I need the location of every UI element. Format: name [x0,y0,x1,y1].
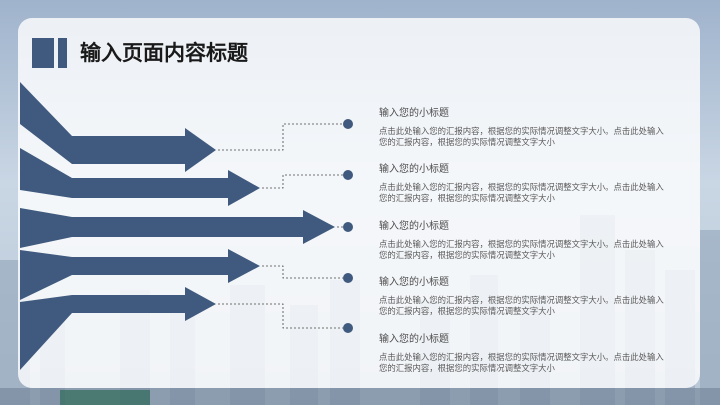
list-item: 输入您的小标题 点击此处输入您的汇报内容，根据您的实际情况调整文字大小。点击此处… [379,220,669,261]
item-title[interactable]: 输入您的小标题 [379,108,449,119]
item-body[interactable]: 点击此处输入您的汇报内容，根据您的实际情况调整文字大小。点击此处输入您的汇报内容… [379,182,664,203]
title-accent-bar [58,38,67,68]
item-body[interactable]: 点击此处输入您的汇报内容，根据您的实际情况调整文字大小。点击此处输入您的汇报内容… [379,352,664,373]
list-item: 输入您的小标题 点击此处输入您的汇报内容，根据您的实际情况调整文字大小。点击此处… [379,333,669,374]
list-item: 输入您的小标题 点击此处输入您的汇报内容，根据您的实际情况调整文字大小。点击此处… [379,276,669,317]
node-dot-2 [343,170,353,180]
content-card [18,18,700,388]
node-dot-1 [343,119,353,129]
node-dot-3 [343,222,353,232]
item-title[interactable]: 输入您的小标题 [379,334,449,345]
title-accent-block [32,38,54,68]
item-title[interactable]: 输入您的小标题 [379,277,449,288]
item-body[interactable]: 点击此处输入您的汇报内容，根据您的实际情况调整文字大小。点击此处输入您的汇报内容… [379,295,664,316]
page-title: 输入页面内容标题 [80,40,248,65]
arrow-3 [20,208,335,248]
node-dot-5 [343,323,353,333]
arrow-4 [20,249,260,300]
item-title[interactable]: 输入您的小标题 [379,221,449,232]
item-title[interactable]: 输入您的小标题 [379,164,449,175]
list-item: 输入您的小标题 点击此处输入您的汇报内容，根据您的实际情况调整文字大小。点击此处… [379,107,669,148]
item-body[interactable]: 点击此处输入您的汇报内容，根据您的实际情况调整文字大小。点击此处输入您的汇报内容… [379,239,664,260]
list-item: 输入您的小标题 点击此处输入您的汇报内容，根据您的实际情况调整文字大小。点击此处… [379,163,669,204]
node-dot-4 [343,273,353,283]
item-body[interactable]: 点击此处输入您的汇报内容，根据您的实际情况调整文字大小。点击此处输入您的汇报内容… [379,126,664,147]
arrow-2 [20,148,260,206]
arrow-1 [20,82,216,172]
arrow-5 [20,287,216,370]
